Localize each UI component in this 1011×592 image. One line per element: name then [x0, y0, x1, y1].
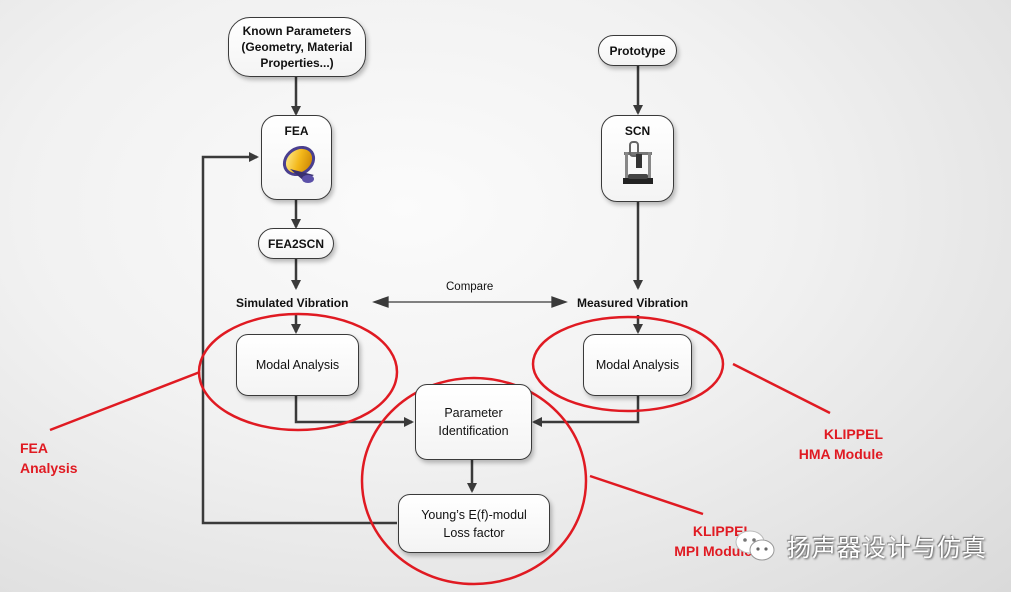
fea2scn-label: FEA2SCN	[267, 236, 324, 251]
youngs-modulus-node: Young’s E(f)-modul Loss factor	[398, 494, 550, 553]
wechat-icon	[735, 530, 775, 560]
hma-module-annotation: KLIPPEL HMA Module	[780, 424, 883, 464]
modal-analysis-left-node: Modal Analysis	[236, 334, 359, 396]
youngs-modulus-line2: Loss factor	[443, 525, 505, 540]
fea-analysis-line1: FEA	[20, 440, 48, 456]
fea2scn-node: FEA2SCN	[258, 228, 334, 259]
arrow-modal-right-to-param	[532, 396, 640, 427]
hma-line2: HMA Module	[798, 446, 883, 462]
parameter-identification-line1: Parameter	[444, 406, 503, 420]
arrow-modal-left-to-param	[294, 396, 414, 427]
modal-analysis-right-node: Modal Analysis	[583, 334, 692, 396]
known-parameters-line3: Properties...)	[260, 56, 334, 70]
prototype-node: Prototype	[598, 35, 677, 66]
watermark: 扬声器设计与仿真	[735, 528, 987, 563]
modal-analysis-left-label: Modal Analysis	[255, 358, 340, 372]
arrow-feedback-to-fea	[201, 152, 397, 525]
fea-analysis-annotation: FEA Analysis	[20, 438, 78, 478]
fea-node: FEA	[261, 115, 332, 200]
mpi-line2: MPI Module	[674, 543, 752, 559]
pointer-fea	[49, 370, 201, 432]
watermark-text: 扬声器设计与仿真	[787, 534, 987, 562]
modal-analysis-right-label: Modal Analysis	[595, 358, 680, 372]
pointer-mpi	[589, 474, 704, 516]
mpi-module-annotation: KLIPPEL MPI Module	[656, 521, 752, 561]
known-parameters-node: Known Parameters (Geometry, Material Pro…	[228, 17, 366, 77]
parameter-identification-node: Parameter Identification	[415, 384, 532, 460]
fea-analysis-line2: Analysis	[20, 460, 78, 476]
youngs-modulus-line1: Young’s E(f)-modul	[421, 507, 527, 522]
pointer-hma	[732, 362, 831, 415]
ellipse-mpi-module	[360, 376, 588, 586]
parameter-identification-line2: Identification	[438, 424, 509, 438]
compare-label: Compare	[446, 281, 494, 293]
simulated-vibration-label: Simulated Vibration	[236, 296, 349, 310]
ellipse-hma-module	[531, 315, 725, 413]
scanner-icon	[622, 141, 653, 184]
speaker-icon	[282, 145, 315, 183]
known-parameters-line1: Known Parameters	[242, 24, 352, 38]
measured-vibration-label: Measured Vibration	[577, 296, 689, 310]
fea-label: FEA	[284, 124, 309, 138]
scn-node: SCN	[601, 115, 674, 202]
hma-line1: KLIPPEL	[823, 426, 883, 442]
known-parameters-line2: (Geometry, Material	[241, 40, 353, 54]
prototype-label: Prototype	[609, 43, 666, 58]
mpi-line1: KLIPPEL	[692, 523, 752, 539]
scn-label: SCN	[624, 124, 651, 138]
